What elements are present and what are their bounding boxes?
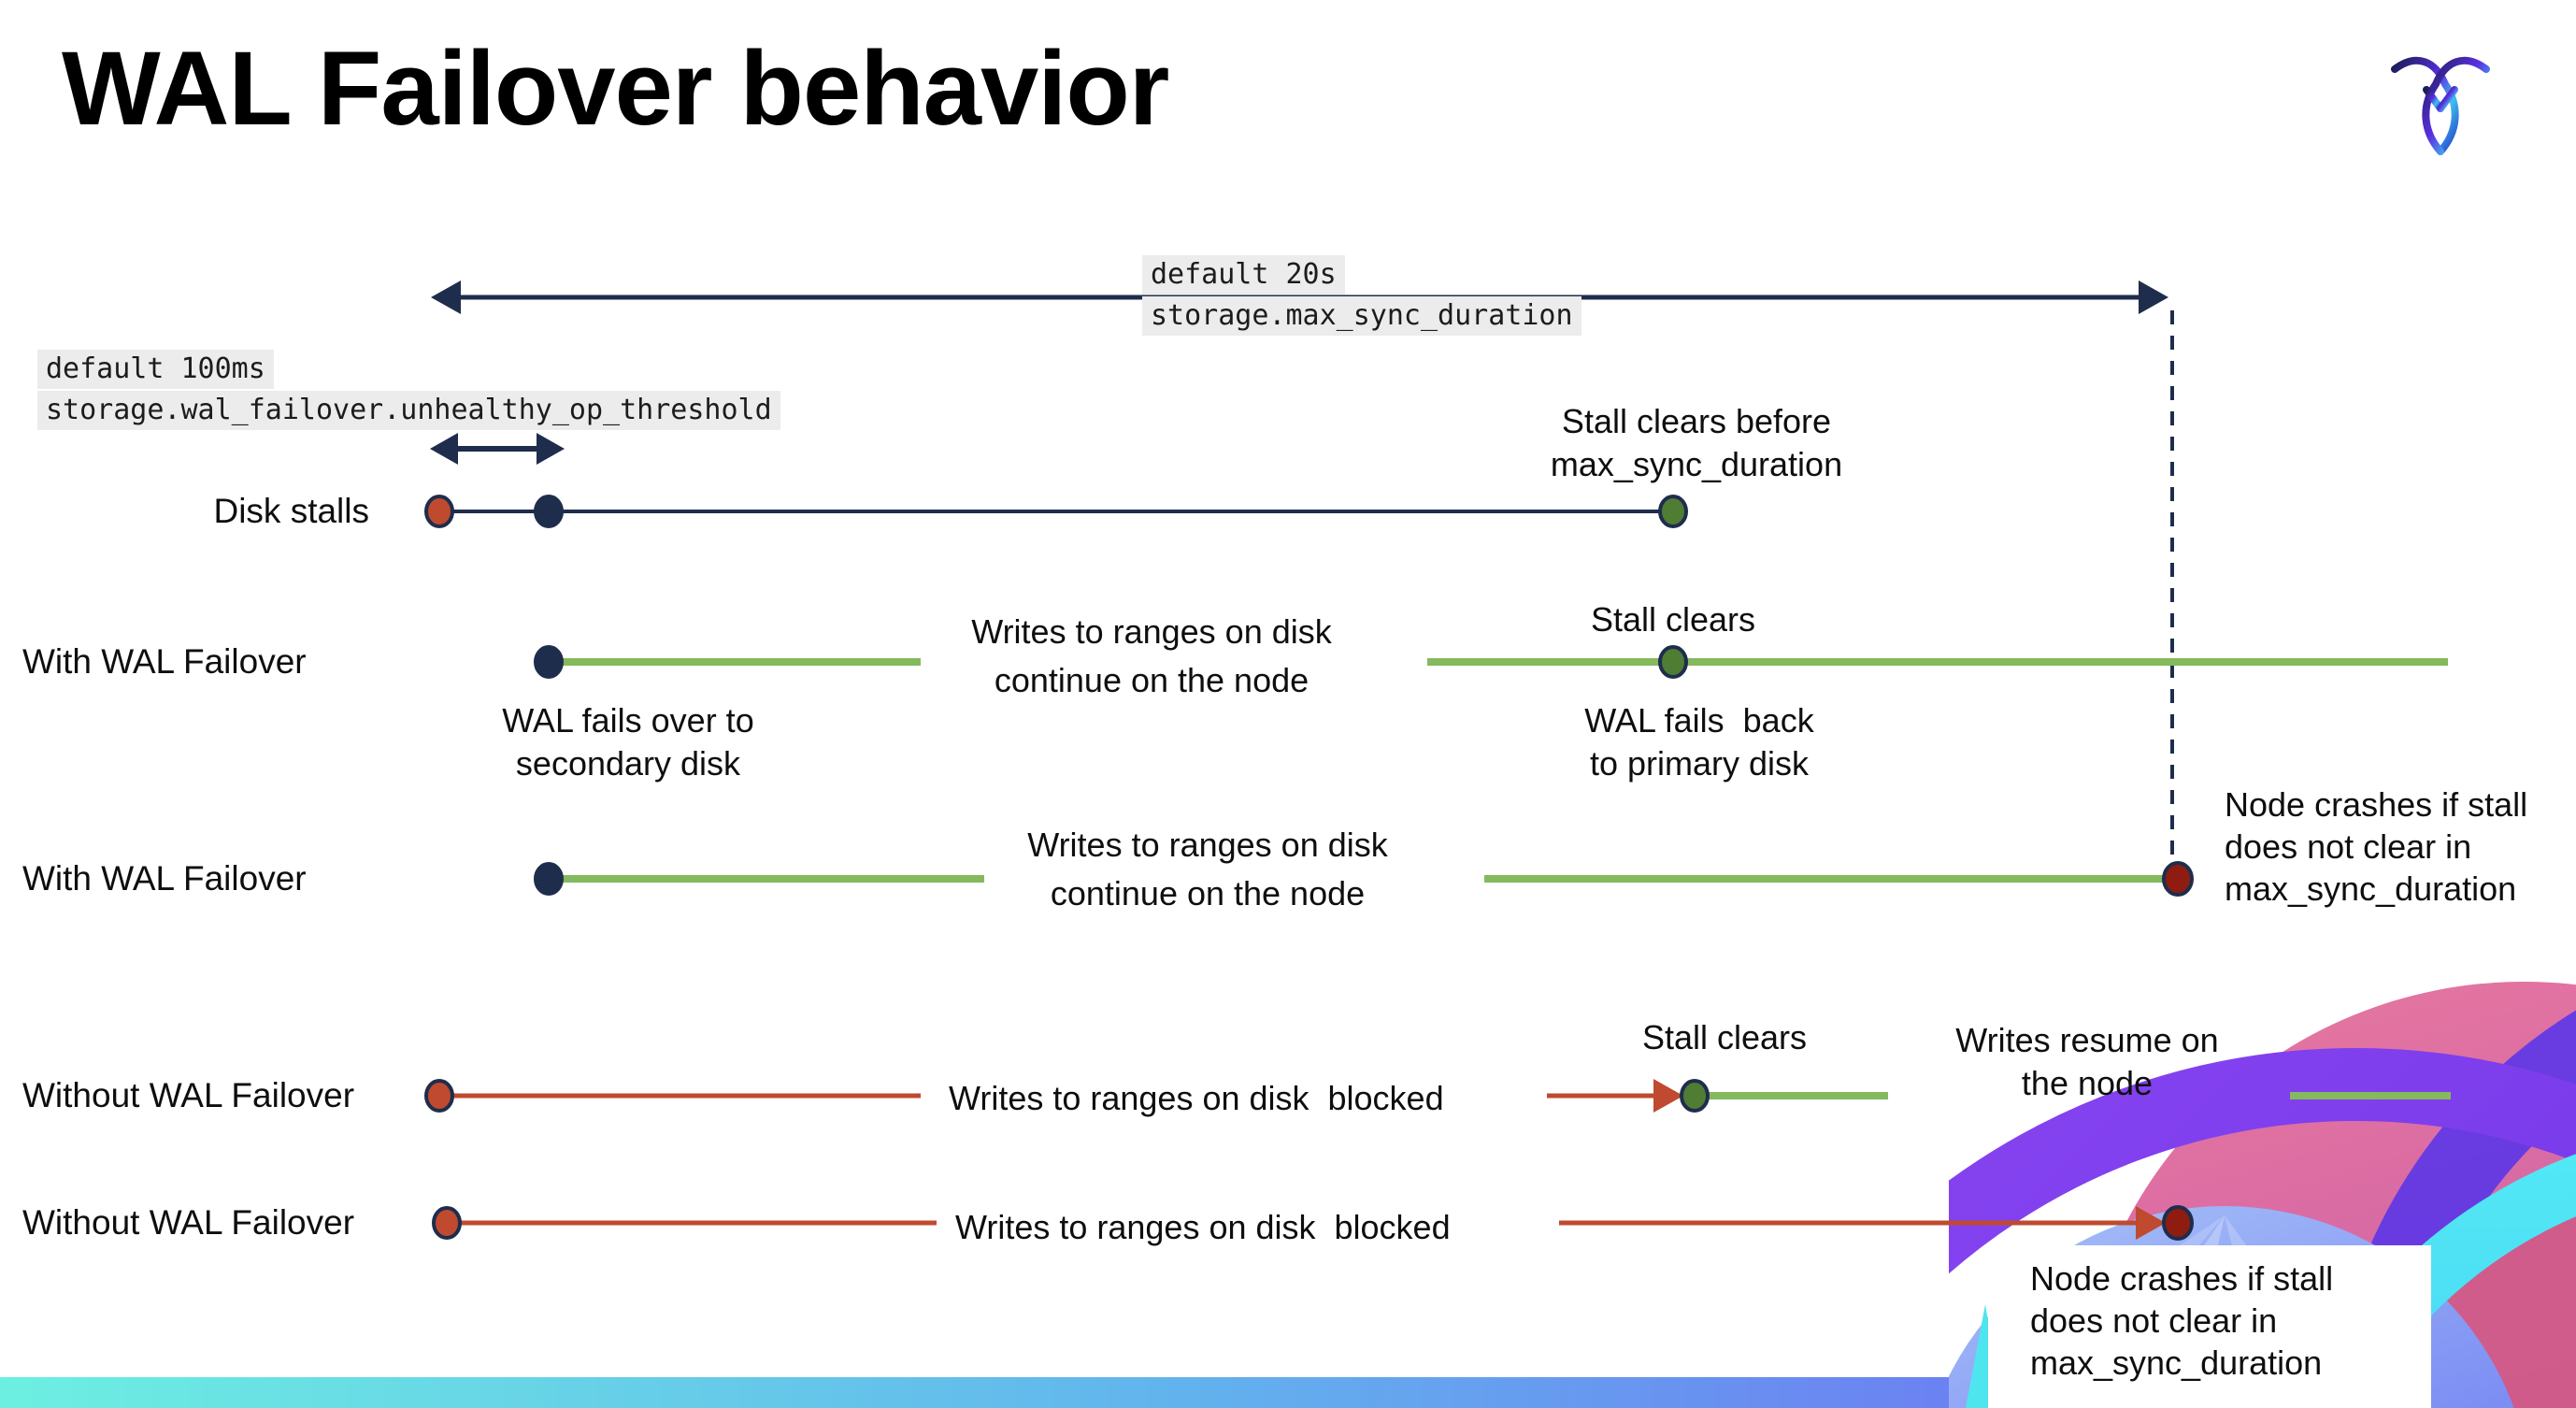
red-arrowhead-row5 xyxy=(2136,1206,2166,1240)
writes-resume-label: Writes resume on the node xyxy=(1955,1021,2219,1102)
crash-dot-row3 xyxy=(2162,861,2194,897)
unhealthy-op-default-label: default 100ms xyxy=(37,350,274,389)
stall-clears-row4-label: Stall clears xyxy=(1641,1018,1808,1056)
max-sync-setting-label: storage.max_sync_duration xyxy=(1142,296,1581,336)
writes-blocked-row5-label: Writes to ranges on disk blocked xyxy=(955,1208,1451,1246)
page-title: WAL Failover behavior xyxy=(62,30,1169,147)
unhealthy-op-threshold-arrow xyxy=(430,433,565,465)
stall-clears-dot-row4 xyxy=(1680,1079,1710,1113)
max-sync-default-label: default 20s xyxy=(1142,255,1345,295)
stall-start-dot-row4 xyxy=(424,1079,454,1113)
row-label-without-wal-failover-1: Without WAL Failover xyxy=(22,1076,355,1114)
wal-fails-over-label: WAL fails over to secondary disk xyxy=(502,701,754,783)
arrowhead-right xyxy=(2139,280,2168,314)
stall-start-dot-row1 xyxy=(424,495,454,528)
stall-clears-dot-row2 xyxy=(1658,645,1688,679)
row-label-without-wal-failover-2: Without WAL Failover xyxy=(22,1203,355,1242)
failover-dot-row2 xyxy=(534,645,564,679)
failover-dot-row3 xyxy=(534,862,564,896)
cockroachdb-logo-icon xyxy=(2391,56,2490,155)
arrowhead-left xyxy=(431,280,461,314)
crash-dot-row5 xyxy=(2162,1205,2194,1241)
writes-continue-row3-label: Writes to ranges on disk continue on the… xyxy=(1027,826,1388,912)
wal-fails-back-label: WAL fails back to primary disk xyxy=(1584,701,1814,783)
unhealthy-op-setting-label: storage.wal_failover.unhealthy_op_thresh… xyxy=(37,391,780,430)
node-crashes-row5-label: Node crashes if stall does not clear in … xyxy=(2030,1259,2334,1382)
row-label-disk-stalls: Disk stalls xyxy=(213,492,369,530)
row-label-with-wal-failover-2: With WAL Failover xyxy=(22,859,307,898)
stall-clears-row2-label: Stall clears xyxy=(1590,600,1756,639)
stall-start-dot-row5 xyxy=(432,1206,462,1240)
writes-continue-row2-label: Writes to ranges on disk continue on the… xyxy=(971,612,1332,699)
red-arrowhead-row4 xyxy=(1653,1079,1683,1113)
writes-blocked-row4-label: Writes to ranges on disk blocked xyxy=(949,1079,1444,1117)
note-box xyxy=(1988,1245,2431,1408)
row-label-with-wal-failover-1: With WAL Failover xyxy=(22,642,307,681)
arrowhead-left xyxy=(430,433,458,465)
stall-clears-before-label: Stall clears before max_sync_duration xyxy=(1550,402,1843,483)
threshold-dot-row1 xyxy=(534,495,564,528)
arrowhead-right xyxy=(537,433,565,465)
stall-clears-dot-row1 xyxy=(1658,495,1688,528)
node-crashes-row3-label: Node crashes if stall does not clear in … xyxy=(2225,785,2528,908)
